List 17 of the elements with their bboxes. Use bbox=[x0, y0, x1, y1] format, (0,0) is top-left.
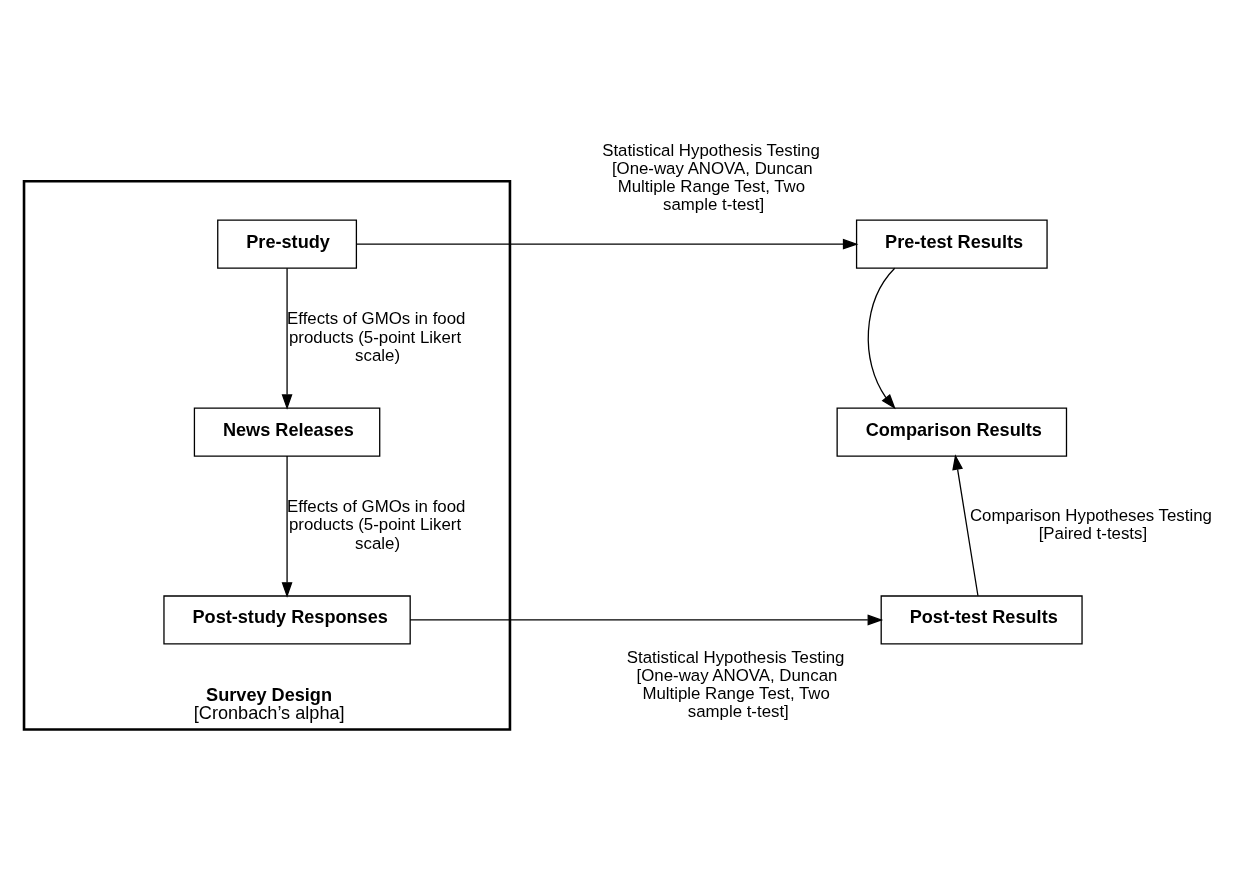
node-box: Comparison Results bbox=[836, 407, 1068, 457]
node-box: Pre-test Results bbox=[855, 219, 1048, 269]
arrow bbox=[281, 267, 293, 410]
edge-label: Effects of GMOs in food products (5-point Likert scale) bbox=[287, 309, 466, 365]
node-box: News Releases bbox=[193, 407, 381, 457]
node-box: Post-study Responses bbox=[163, 595, 411, 645]
arrow bbox=[409, 614, 884, 626]
edge-label: Comparison Hypotheses Testing [Paired t-tests] bbox=[969, 506, 1212, 544]
node-box: Pre-study bbox=[217, 219, 358, 269]
arrow bbox=[355, 238, 859, 250]
arrow bbox=[867, 267, 896, 410]
edge-label: Statistical Hypothesis Testing [One-way ANOVA, Duncan Multiple Range Test, Two sample t-test] bbox=[602, 140, 820, 215]
node-box: Post-test Results bbox=[880, 595, 1083, 645]
edge-label: Statistical Hypothesis Testing [One-way ANOVA, Duncan Multiple Range Test, Two sample t-test] bbox=[626, 647, 845, 722]
arrow bbox=[952, 454, 979, 597]
edge-label: Effects of GMOs in food products (5-point Likert scale) bbox=[287, 497, 466, 553]
arrow bbox=[281, 455, 293, 598]
